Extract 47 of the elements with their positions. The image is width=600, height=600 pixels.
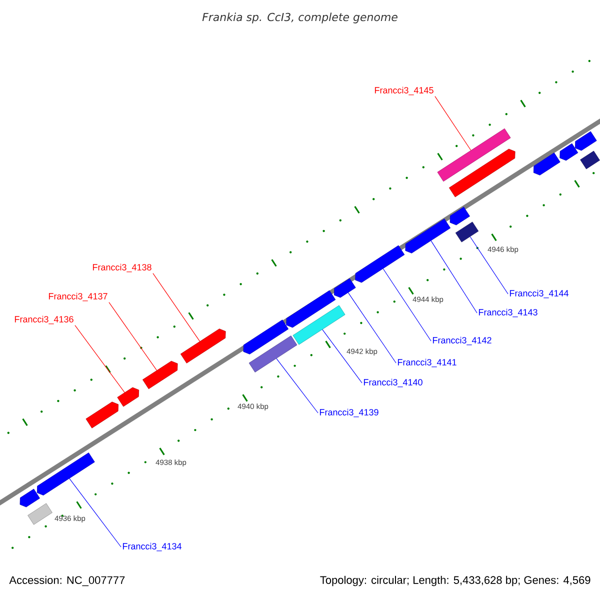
leader-line [152,273,200,342]
pointed-gene-block [117,387,140,407]
gene-label: Francci3_4142 [432,336,492,346]
pointed-gene-block [180,328,226,364]
leader-line [382,268,432,342]
gene-block [455,222,479,242]
pointed-gene-block [243,320,289,354]
pointed-gene-block [334,278,356,298]
gene-block [580,150,600,170]
pointed-gene-block [86,402,118,428]
gene-block [437,128,511,182]
leader-line [69,478,122,548]
pointed-gene-block [448,148,516,198]
pointed-gene-block [286,290,336,328]
gene-label: Francci3_4136 [14,316,74,324]
leader-line [430,240,478,314]
gene-label: Francci3_4143 [478,308,538,318]
pointed-gene-block [574,131,597,151]
gene-label: Francci3_4145 [374,86,434,96]
leader-line [322,329,362,384]
pointed-gene-block [20,488,40,508]
pointed-gene-block [450,206,470,226]
footer-text: Topology: circular; Length: 5,433,628 bp; Genes: 4,569 [320,576,590,586]
pointed-gene-block [142,360,178,390]
pointed-gene-block [405,218,451,254]
leader-line [74,325,125,393]
gene-label: Francci3_4144 [510,290,568,298]
leader-line [470,236,508,294]
leader-line [348,292,396,364]
leader-line [434,96,472,151]
gene-label: Francci3_4137 [48,292,108,302]
pointed-gene-block [533,152,560,176]
gene-label: Francci3_4138 [92,264,152,272]
pointed-gene-block [36,452,95,496]
footer-text: Accession: NC_007777 [9,576,125,586]
title: Frankia sp. CcI3, complete genome [202,12,398,24]
leader-line [276,358,318,414]
pointed-gene-block [355,245,405,283]
gene-block [292,305,346,345]
leader-line [108,302,158,371]
gene-block [248,336,298,372]
gene-label: Francci3_4140 [364,378,422,388]
gene-label: Francci3_4141 [398,358,456,368]
gene-block [28,503,52,525]
pointed-gene-block [560,143,578,161]
gene-label: Francci3_4139 [320,408,378,418]
gene-label: Francci3_4134 [122,542,182,552]
